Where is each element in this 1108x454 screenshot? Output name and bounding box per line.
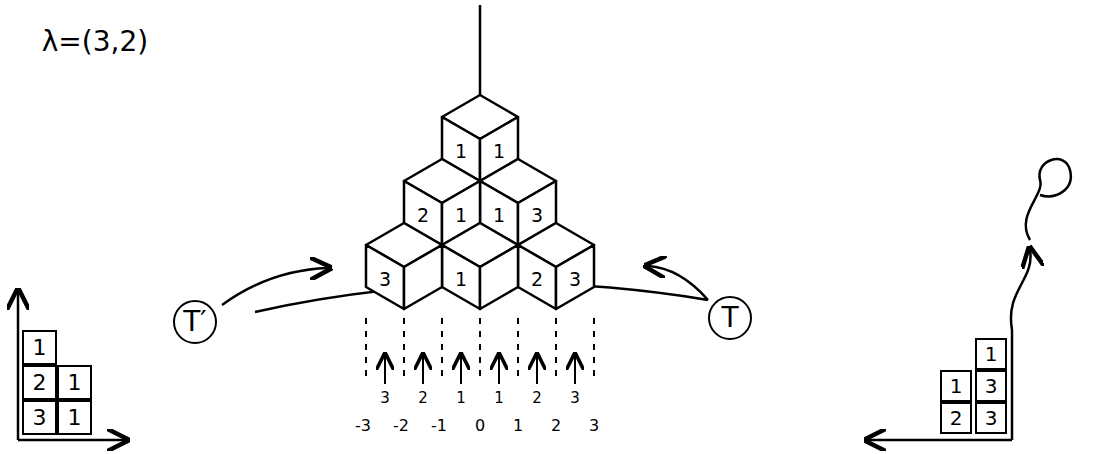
node-text: 1 (68, 372, 82, 394)
axis-arrow (868, 439, 1012, 442)
node-text: 2 (33, 372, 47, 394)
cube-number: 1 (455, 142, 467, 161)
node-text: 1 (68, 407, 82, 429)
node-text: 3 (985, 408, 998, 428)
slice-dash (555, 318, 557, 378)
axis-arrow (1011, 250, 1031, 330)
cube-number: 2 (531, 270, 543, 289)
slice-dash (479, 318, 481, 378)
node-text: T (721, 304, 738, 332)
cube-number: 1 (455, 270, 467, 289)
tableau-cell: 3 (22, 400, 57, 435)
tableau-cell: 1 (22, 330, 57, 365)
slice-dash (517, 318, 519, 378)
pointer-arrow (648, 266, 708, 300)
node-text: 1 (985, 344, 998, 364)
node-text: 3 (33, 407, 47, 429)
node-text: 1 (950, 376, 963, 396)
slice-dash (403, 318, 405, 378)
axis-tick: -1 (431, 418, 447, 434)
axis-tick: 3 (589, 418, 599, 434)
slice-arrow (460, 356, 462, 384)
tableau-cell: 1 (940, 370, 972, 402)
slice-number: 3 (380, 391, 390, 406)
cube-number: 3 (531, 206, 543, 225)
slice-number: 2 (418, 391, 428, 406)
cube-number: 2 (417, 206, 429, 225)
cube-number: 1 (493, 206, 505, 225)
tableau-cell: 2 (22, 365, 57, 400)
slice-dash (593, 318, 595, 378)
slice-arrow (574, 356, 576, 384)
slice-arrow (422, 356, 424, 384)
circled-label: T′ (173, 300, 217, 344)
cube-number: 1 (493, 142, 505, 161)
slice-number: 3 (570, 391, 580, 406)
axis-tick: 0 (475, 418, 485, 434)
pointer-arrow (222, 268, 328, 305)
axis-line (1011, 330, 1014, 440)
slice-lines (366, 318, 594, 384)
tableau-cell: 1 (975, 338, 1007, 370)
slice-arrow (384, 356, 386, 384)
node-text: 2 (950, 408, 963, 428)
cube-number: 3 (379, 270, 391, 289)
axis-arrow (18, 439, 125, 442)
tableau-cell: 1 (57, 365, 92, 400)
tableau-cell: 3 (975, 402, 1007, 434)
squiggle (1026, 159, 1071, 240)
tableau-cell: 1 (57, 400, 92, 435)
cube-face (480, 245, 518, 309)
cube-face (442, 245, 480, 309)
cube-face (518, 245, 556, 309)
vertical-axis (479, 5, 482, 95)
slice-number: 2 (532, 391, 542, 406)
cube-number: 1 (455, 206, 467, 225)
slice-dash (441, 318, 443, 378)
slice-arrow (536, 356, 538, 384)
node-text: 1 (33, 337, 47, 359)
slice-arrow (498, 356, 500, 384)
cube-face (404, 245, 442, 309)
slice-number: 1 (494, 391, 504, 406)
axis-tick: -2 (393, 418, 409, 434)
axis-tick: 2 (551, 418, 561, 434)
axis-tick: -3 (355, 418, 371, 434)
axis-arrow (17, 292, 20, 440)
cube-face (366, 245, 404, 309)
node-text: T′ (183, 308, 206, 336)
cube-number: 3 (569, 270, 581, 289)
axis-tick: 1 (513, 418, 523, 434)
cube-stack (366, 95, 594, 309)
slice-number: 1 (456, 391, 466, 406)
tableau-cell: 3 (975, 370, 1007, 402)
slice-dash (365, 318, 367, 378)
circled-label: T (708, 296, 752, 340)
cube-face (556, 245, 594, 309)
partition-label: λ=(3,2) (42, 28, 148, 56)
node-text: 3 (985, 376, 998, 396)
tableau-cell: 2 (940, 402, 972, 434)
